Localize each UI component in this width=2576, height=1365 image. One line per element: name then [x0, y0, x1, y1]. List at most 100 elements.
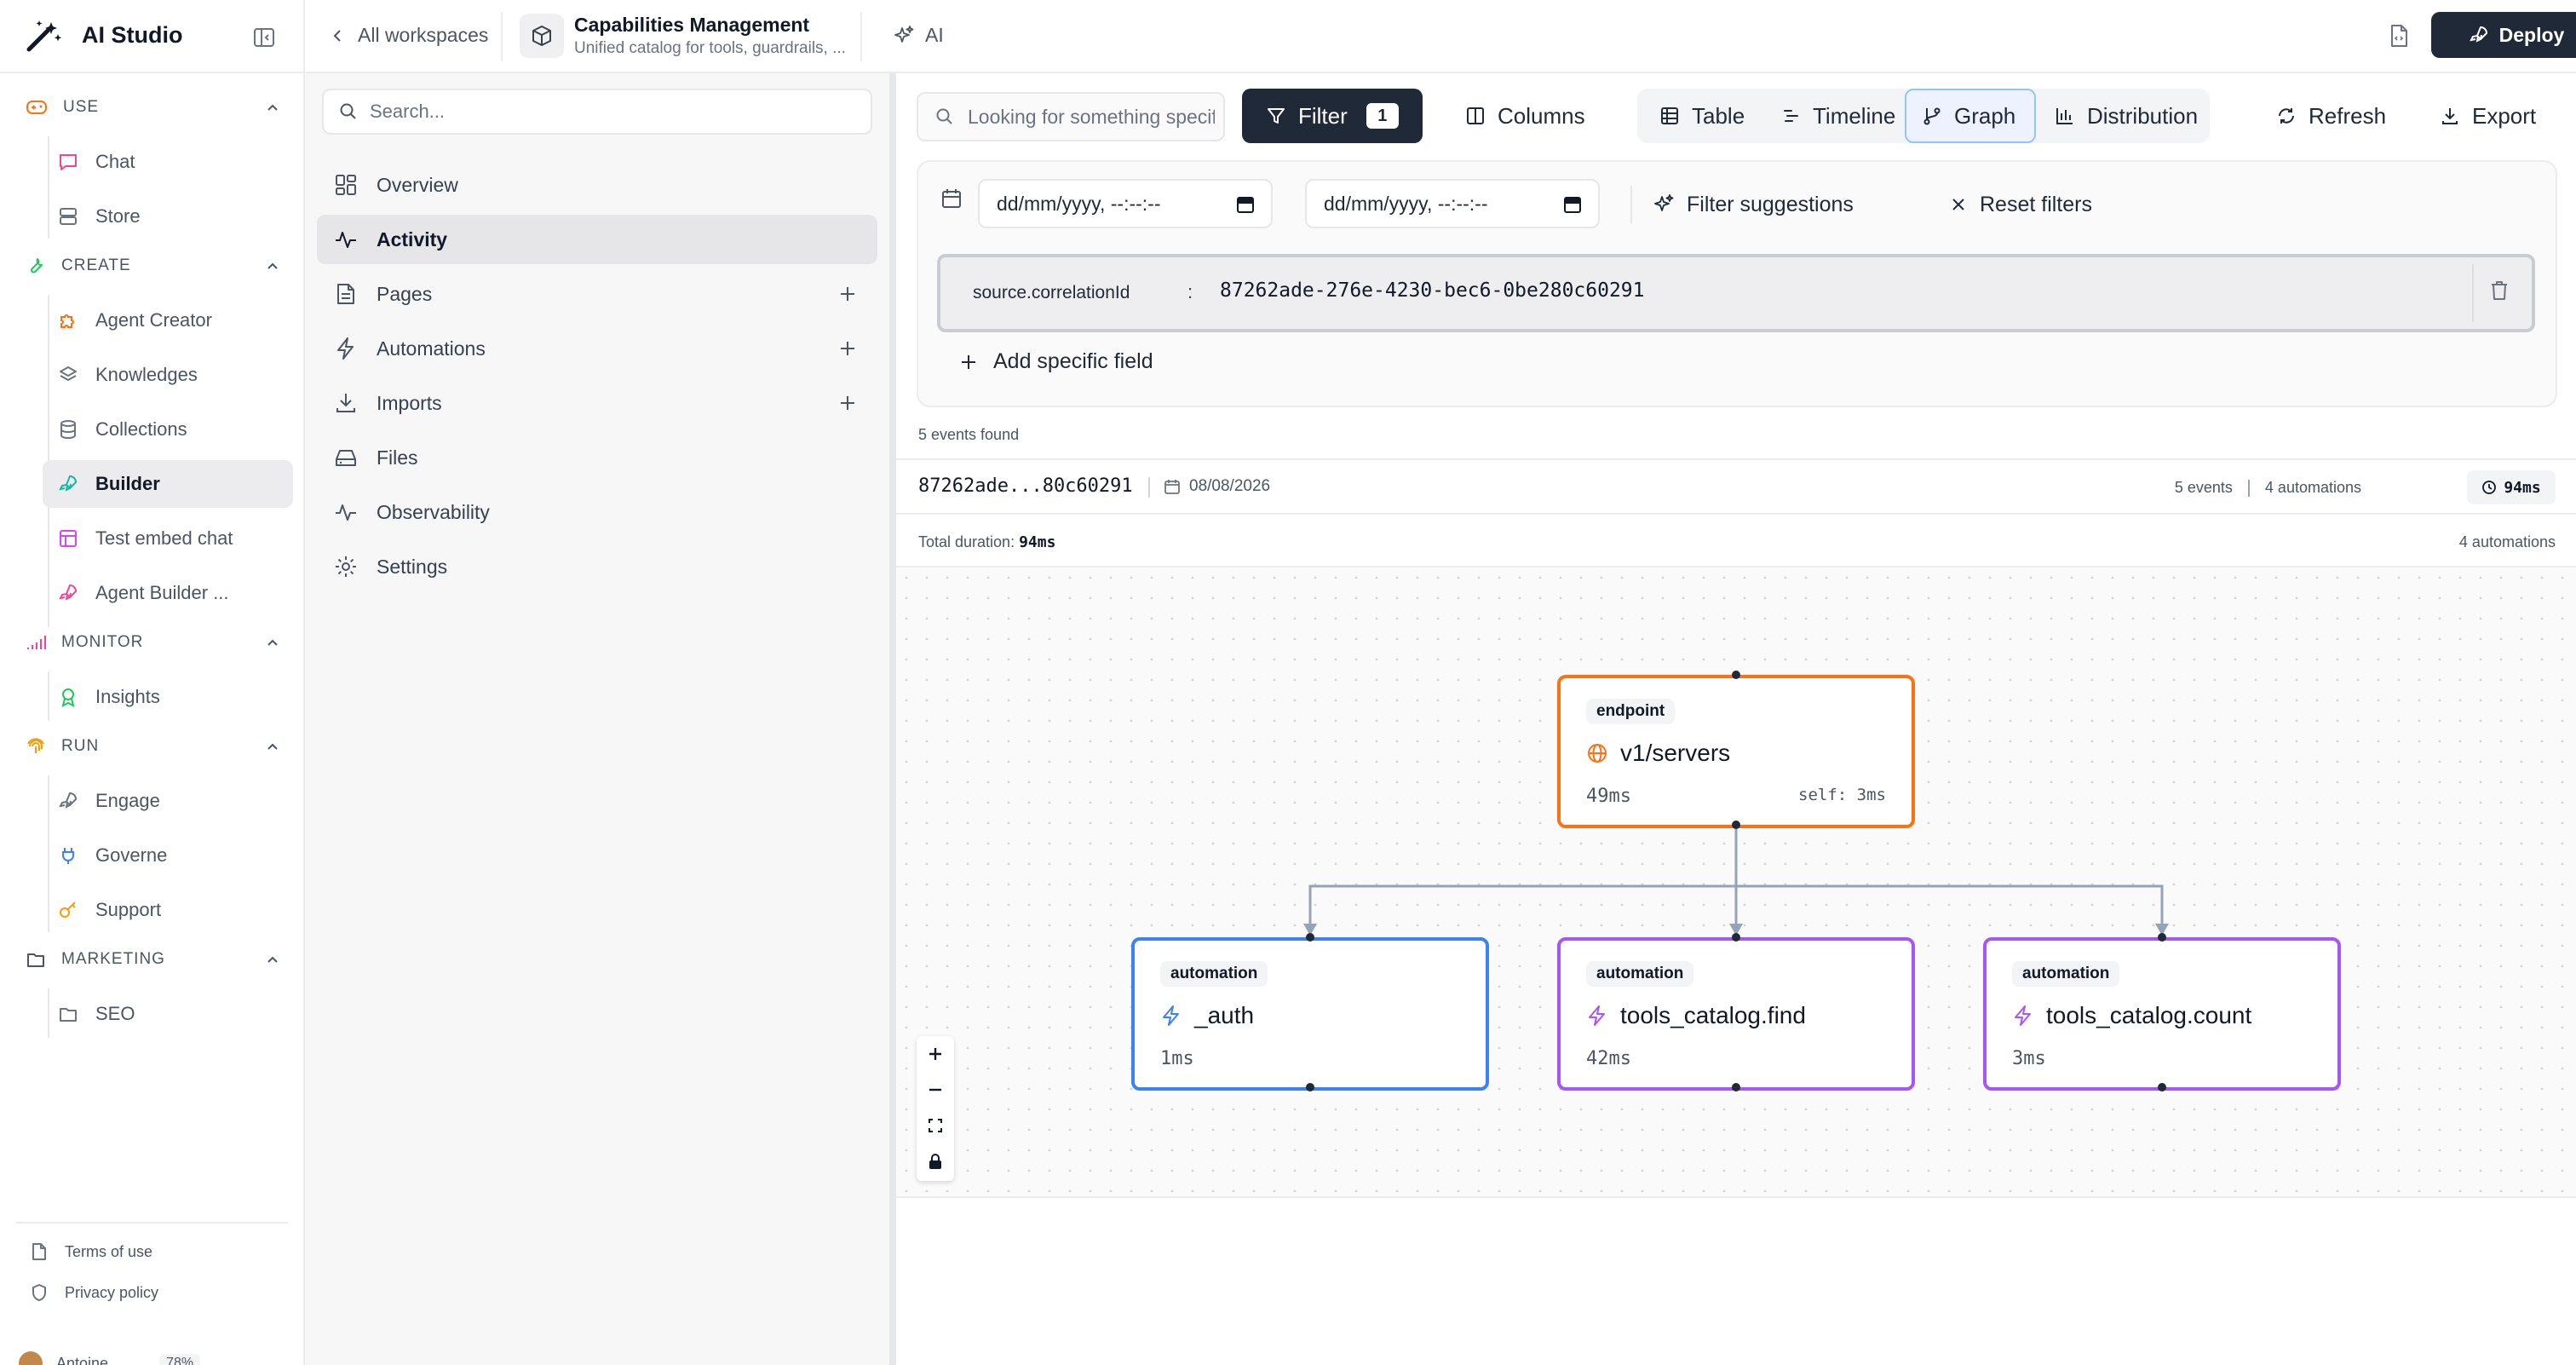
panel-resize-handle[interactable] [889, 73, 896, 1365]
gear-icon [336, 556, 356, 577]
zap-icon [2015, 1005, 2031, 1026]
trash-icon[interactable] [2489, 279, 2510, 302]
date-from-input[interactable]: dd/mm/yyyy, --:--:-- [978, 179, 1273, 228]
node-handle[interactable] [1732, 671, 1740, 679]
events-search[interactable] [917, 92, 1225, 141]
node-handle[interactable] [1306, 1083, 1314, 1091]
node-title: v1/servers [1586, 740, 1730, 767]
sidebar: AI Studio USE Chat Store CREATE Agent Cr… [0, 0, 305, 1365]
filter-field-value[interactable]: 87262ade-276e-4230-bec6-0be280c60291 [1220, 279, 1645, 302]
sidebar-collapse-icon[interactable] [252, 26, 276, 49]
nav-search-input[interactable] [370, 101, 847, 123]
filter-suggestions-button[interactable]: Filter suggestions [1653, 182, 1854, 227]
node-handle[interactable] [2158, 1083, 2166, 1091]
user-row[interactable]: Antoine 78% [19, 1351, 201, 1365]
hard-drive-icon [336, 450, 356, 466]
date-to-input[interactable]: dd/mm/yyyy, --:--:-- [1305, 179, 1600, 228]
total-duration: Total duration: 94ms [918, 533, 1055, 551]
sidebar-item-collections[interactable]: Collections [43, 406, 293, 453]
nav-item-observability[interactable]: Observability [317, 487, 877, 537]
back-to-workspaces[interactable]: All workspaces [331, 24, 488, 47]
node-handle[interactable] [1306, 933, 1314, 942]
sidebar-item-support[interactable]: Support [43, 886, 293, 934]
sidebar-item-builder[interactable]: Builder [43, 460, 293, 508]
user-name: Antoine [56, 1354, 109, 1365]
filter-field-row[interactable]: source.correlationId : 87262ade-276e-423… [937, 254, 2535, 332]
export-button[interactable]: Export [2429, 89, 2557, 143]
file-code-icon[interactable] [2389, 24, 2409, 48]
sidebar-item-knowledges[interactable]: Knowledges [43, 351, 293, 399]
trace-date-value: 08/08/2026 [1189, 477, 1271, 495]
node-type-tag: automation [1160, 961, 1268, 987]
sidebar-item-agent-creator[interactable]: Agent Creator [43, 297, 293, 344]
nav-item-label: Pages [377, 282, 433, 305]
folder-icon [58, 1004, 78, 1024]
sidebar-item-chat[interactable]: Chat [43, 138, 293, 186]
nav-item-automations[interactable]: Automations [317, 324, 877, 373]
trace-graph-canvas[interactable]: endpoint v1/servers 49ms self: 3ms autom… [896, 566, 2576, 1198]
nav-item-imports[interactable]: Imports [317, 378, 877, 428]
view-timeline-button[interactable]: Timeline [1768, 89, 1915, 143]
graph-node-tools-catalog-count[interactable]: automation tools_catalog.count 3ms [1983, 937, 2341, 1091]
fit-view-button[interactable] [917, 1108, 954, 1143]
ai-button[interactable]: AI [893, 24, 944, 47]
deploy-button[interactable]: Deploy [2431, 12, 2576, 58]
privacy-link[interactable]: Privacy policy [31, 1283, 158, 1302]
section-rail [48, 988, 49, 1038]
refresh-button[interactable]: Refresh [2266, 89, 2411, 143]
filter-button[interactable]: Filter 1 [1242, 89, 1423, 143]
nav-item-activity[interactable]: Activity [317, 215, 877, 264]
nav-search[interactable] [322, 89, 872, 135]
nav-item-label: Automations [377, 337, 486, 360]
filter-panel: dd/mm/yyyy, --:--:-- - dd/mm/yyyy, --:--… [917, 160, 2557, 407]
reset-filters-button[interactable]: Reset filters [1949, 182, 2092, 227]
graph-node-endpoint[interactable]: endpoint v1/servers 49ms self: 3ms [1557, 675, 1915, 828]
graph-node-auth[interactable]: automation _auth 1ms [1131, 937, 1489, 1091]
section-run[interactable]: RUN [26, 729, 281, 763]
gamepad-icon [26, 98, 48, 117]
events-found-count: 5 events found [918, 426, 1020, 443]
events-search-input[interactable] [968, 105, 1215, 129]
nav-item-files[interactable]: Files [317, 433, 877, 482]
filter-field-value-box[interactable] [1205, 264, 2474, 322]
calendar-icon[interactable] [1235, 194, 1256, 215]
lock-button[interactable] [917, 1143, 954, 1179]
section-create[interactable]: CREATE [26, 249, 281, 283]
terms-link[interactable]: Terms of use [31, 1242, 152, 1261]
section-create-label: CREATE [61, 256, 131, 274]
nav-item-pages[interactable]: Pages [317, 269, 877, 319]
zoom-in-button[interactable] [917, 1036, 954, 1072]
node-handle[interactable] [1732, 1083, 1740, 1091]
export-label: Export [2472, 102, 2537, 129]
view-table-button[interactable]: Table [1647, 89, 1757, 143]
calendar-icon[interactable] [1562, 194, 1583, 215]
total-duration-label: Total duration: [918, 533, 1015, 550]
zoom-out-button[interactable] [917, 1072, 954, 1108]
sidebar-item-store[interactable]: Store [43, 193, 293, 240]
divider [1148, 477, 1150, 498]
node-handle[interactable] [1732, 821, 1740, 829]
sidebar-item-governe[interactable]: Governe [43, 832, 293, 879]
add-specific-field-button[interactable]: Add specific field [959, 349, 1153, 374]
sidebar-item-agent-builder[interactable]: Agent Builder ... [43, 569, 293, 617]
columns-button[interactable]: Columns [1458, 89, 1612, 143]
layers-icon [58, 365, 78, 385]
main-content: Filter 1 Columns Table Timeline Graph Di… [896, 73, 2576, 1365]
graph-node-tools-catalog-find[interactable]: automation tools_catalog.find 42ms [1557, 937, 1915, 1091]
nav-item-settings[interactable]: Settings [317, 542, 877, 591]
trace-id[interactable]: 87262ade...80c60291 [918, 475, 1133, 497]
node-handle[interactable] [2158, 933, 2166, 942]
view-graph-button[interactable]: Graph [1905, 89, 2036, 143]
node-handle[interactable] [1732, 933, 1740, 942]
sidebar-item-engage[interactable]: Engage [43, 777, 293, 825]
section-monitor[interactable]: MONITOR [26, 625, 281, 659]
nav-item-overview[interactable]: Overview [317, 160, 877, 210]
brand-name: AI Studio [82, 22, 183, 48]
sidebar-item-insights[interactable]: Insights [43, 673, 293, 721]
view-distribution-button[interactable]: Distribution [2046, 89, 2208, 143]
sidebar-item-seo[interactable]: SEO [43, 990, 293, 1038]
section-use[interactable]: USE [26, 90, 281, 124]
lock-icon [929, 1154, 941, 1169]
section-marketing[interactable]: MARKETING [26, 942, 281, 976]
sidebar-item-test-embed-chat[interactable]: Test embed chat [43, 515, 293, 562]
